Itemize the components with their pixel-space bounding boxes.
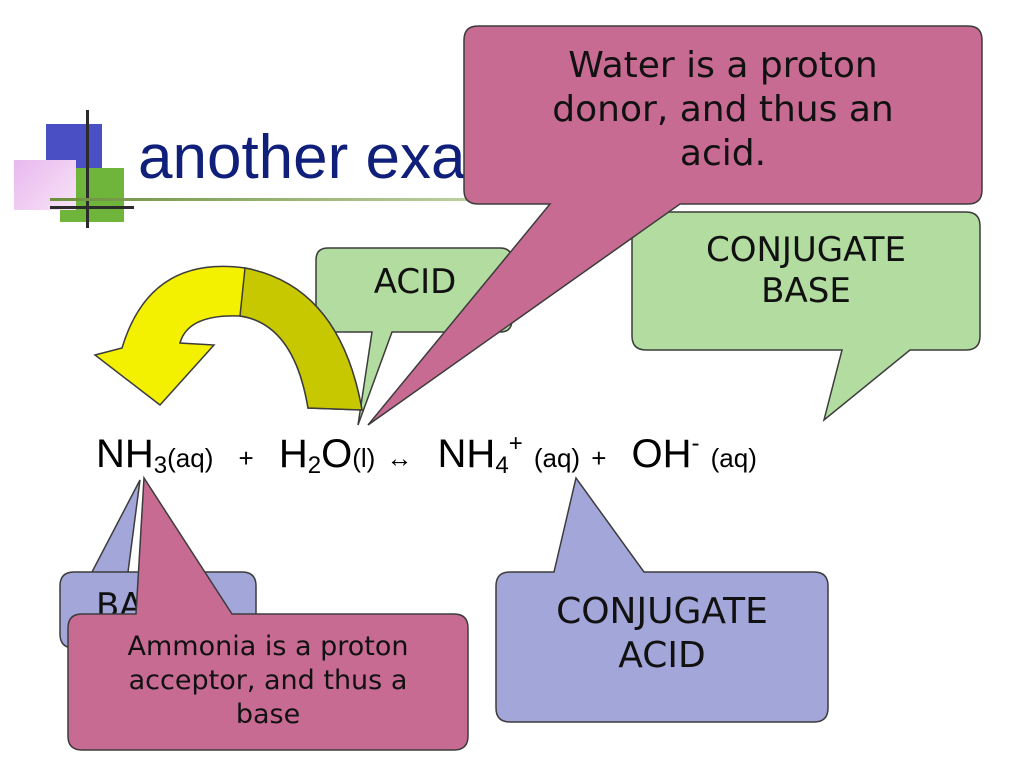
conjugate-acid-line1: CONJUGATE <box>556 591 768 632</box>
hydroxide-charge: - <box>691 430 700 457</box>
conjugate-acid-label: CONJUGATE ACID <box>500 590 824 678</box>
water-line3: acid. <box>679 132 767 174</box>
ammonia-line3: base <box>235 698 301 730</box>
hydroxide-state: (aq) <box>710 443 757 473</box>
ammonium-charge: + <box>508 430 523 457</box>
title-underline <box>50 198 530 201</box>
plus-sign-1: + <box>238 443 254 473</box>
ammonia-state: (aq) <box>167 443 214 473</box>
water-formula-o: O <box>321 432 353 476</box>
ammonia-formula: NH <box>96 432 154 476</box>
ammonia-callout-text: Ammonia is a proton acceptor, and thus a… <box>74 630 462 731</box>
chemical-equation: NH3(aq) + H2O(l) ↔ NH4+ (aq) + OH- (aq) <box>96 430 757 480</box>
ammonia-line2: acceptor, and thus a <box>128 664 408 696</box>
water-line2: donor, and thus an <box>552 88 894 130</box>
water-callout-text: Water is a proton donor, and thus an aci… <box>470 44 976 176</box>
ammonia-subscript: 3 <box>153 452 168 479</box>
ammonium-state: (aq) <box>533 443 581 473</box>
ammonia-line1: Ammonia is a proton <box>127 631 409 662</box>
water-line1: Water is a proton <box>568 45 878 86</box>
decor-horizontal-line <box>50 206 134 209</box>
conjugate-acid-line2: ACID <box>618 634 706 676</box>
ammonium-formula: NH <box>437 432 496 476</box>
water-subscript: 2 <box>307 452 322 479</box>
acid-label: ACID <box>373 262 457 302</box>
equilibrium-arrow: ↔ <box>386 443 413 473</box>
decor-vertical-line <box>86 110 89 228</box>
conjugate-base-label: CONJUGATE BASE <box>640 230 972 313</box>
conjugate-base-line1: CONJUGATE <box>705 230 907 270</box>
ammonium-subscript: 4 <box>495 452 509 479</box>
hydroxide-formula: OH <box>631 432 692 476</box>
conjugate-base-line2: BASE <box>761 271 851 312</box>
water-formula-h: H <box>278 432 308 476</box>
decor-pink-square <box>14 160 76 210</box>
water-state: (l) <box>352 443 376 473</box>
plus-sign-2: + <box>591 443 607 473</box>
